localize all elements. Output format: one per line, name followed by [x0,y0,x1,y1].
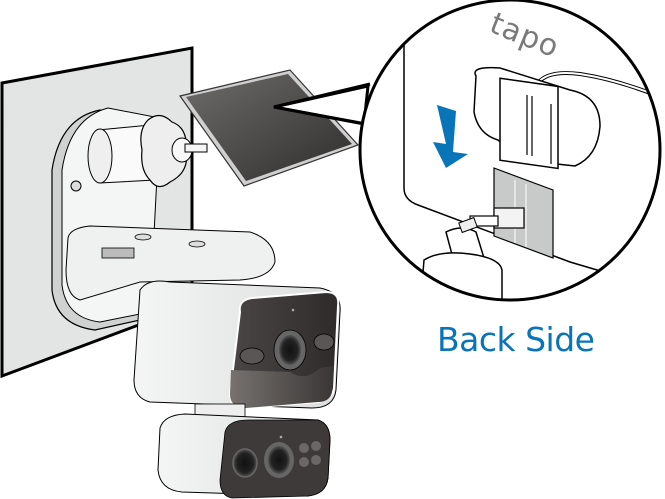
camera-mount-arm [65,225,276,301]
back-side-caption: Back Side [437,320,595,359]
arrow-down-icon [433,105,468,168]
callout-pointer [273,82,371,126]
charging-port [469,167,554,259]
solar-panel [178,69,360,187]
mount-bracket [473,66,601,170]
camera-lower [157,413,331,499]
camera-upper [133,280,341,410]
back-side-callout [358,0,662,302]
